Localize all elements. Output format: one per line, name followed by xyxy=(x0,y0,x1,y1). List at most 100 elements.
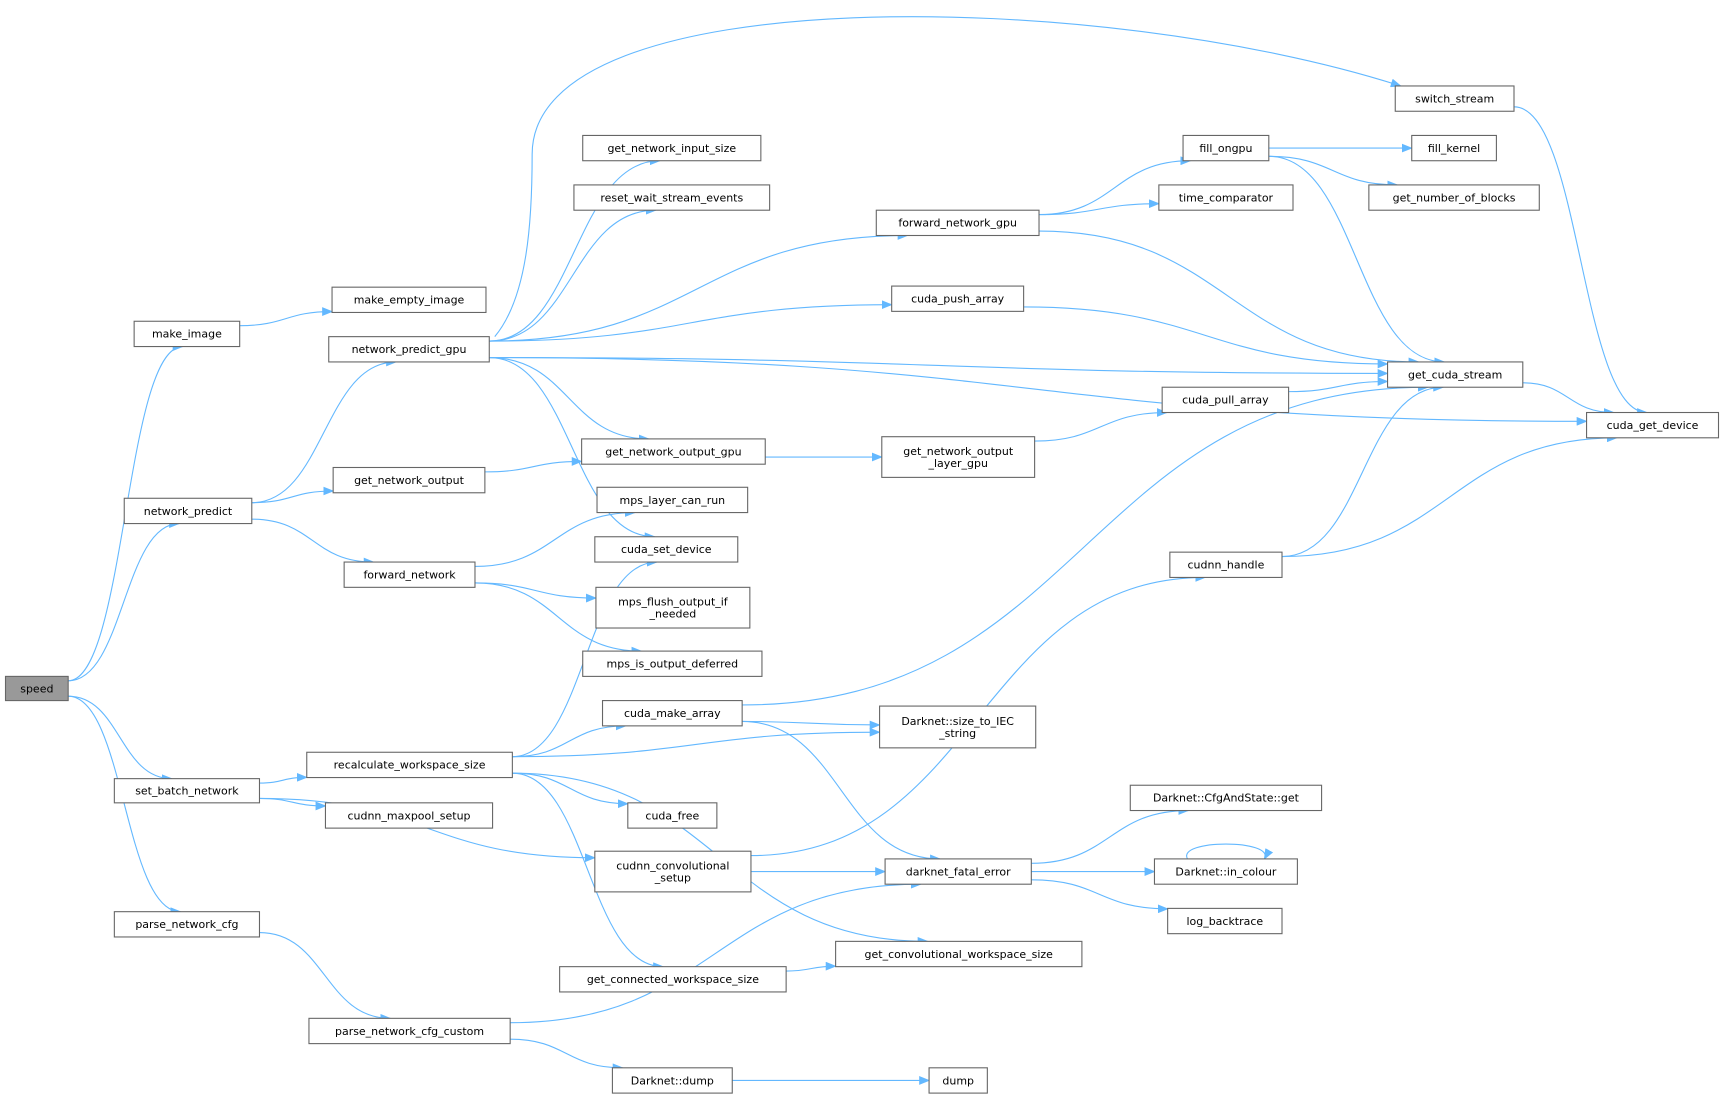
edge-cuda_make_array-to-get_cuda_stream xyxy=(742,382,1429,706)
node-label: cuda_push_array xyxy=(911,293,1005,306)
node-label: cuda_get_device xyxy=(1607,419,1699,432)
node-box xyxy=(581,438,766,465)
node-size_to_IEC_string[interactable]: Darknet::size_to_IEC_string xyxy=(879,705,1037,749)
edge-in_colour-to-in_colour xyxy=(1186,843,1274,860)
node-dump[interactable]: dump xyxy=(928,1067,988,1094)
edge-network_predict_gpu-to-get_network_output_gpu xyxy=(489,356,650,444)
edge-network_predict-to-network_predict_gpu xyxy=(251,357,398,504)
edge-set_batch_network-to-recalculate_workspace_size xyxy=(259,772,308,784)
node-label: darknet_fatal_error xyxy=(906,865,1011,878)
node-cuda_pull_array[interactable]: cuda_pull_array xyxy=(1161,386,1290,414)
node-time_comparator[interactable]: time_comparator xyxy=(1158,184,1294,211)
node-speed[interactable]: speed xyxy=(4,675,69,702)
edge-network_predict_gpu-to-get_cuda_stream xyxy=(489,356,1389,378)
node-box xyxy=(113,911,261,938)
node-mps_layer_can_run[interactable]: mps_layer_can_run xyxy=(596,486,749,514)
node-cuda_push_array[interactable]: cuda_push_array xyxy=(891,285,1025,312)
node-forward_network_gpu[interactable]: forward_network_gpu xyxy=(875,209,1040,237)
node-cuda_get_device[interactable]: cuda_get_device xyxy=(1586,411,1720,439)
node-box xyxy=(1153,858,1298,885)
node-label: cudnn_maxpool_setup xyxy=(348,809,471,822)
node-label: Darknet::CfgAndState::get xyxy=(1153,792,1300,805)
node-label: forward_network xyxy=(363,569,456,582)
node-get_convolutional_workspace_size[interactable]: get_convolutional_workspace_size xyxy=(835,940,1083,968)
node-cudnn_maxpool_setup[interactable]: cudnn_maxpool_setup xyxy=(324,802,494,829)
node-box xyxy=(582,650,763,677)
node-box xyxy=(1167,907,1283,935)
node-get_connected_workspace_size[interactable]: get_connected_workspace_size xyxy=(559,966,787,993)
node-network_predict[interactable]: network_predict xyxy=(123,497,253,525)
node-box xyxy=(332,466,486,494)
node-box xyxy=(1394,85,1515,112)
node-cudnn_convolutional_setup[interactable]: cudnn_convolutional_setup xyxy=(594,850,752,893)
node-label: network_predict_gpu xyxy=(352,343,467,356)
node-box xyxy=(113,778,261,804)
node-mps_flush_output_if_needed[interactable]: mps_flush_output_if_needed xyxy=(595,586,751,629)
edge-recalculate_workspace_size-to-cuda_free xyxy=(512,772,629,809)
node-get_network_input_size[interactable]: get_network_input_size xyxy=(582,134,762,162)
node-cuda_set_device[interactable]: cuda_set_device xyxy=(594,536,739,563)
node-label: get_connected_workspace_size xyxy=(587,973,759,986)
node-label: parse_network_cfg xyxy=(135,918,238,931)
node-recalculate_workspace_size[interactable]: recalculate_workspace_size xyxy=(306,751,513,779)
node-box xyxy=(594,536,739,563)
node-parse_network_cfg_custom[interactable]: parse_network_cfg_custom xyxy=(308,1017,511,1045)
node-fill_ongpu[interactable]: fill_ongpu xyxy=(1182,134,1270,162)
node-get_cuda_stream[interactable]: get_cuda_stream xyxy=(1387,361,1524,388)
node-parse_network_cfg[interactable]: parse_network_cfg xyxy=(113,911,261,938)
node-network_predict_gpu[interactable]: network_predict_gpu xyxy=(328,336,490,363)
node-switch_stream[interactable]: switch_stream xyxy=(1394,85,1515,112)
edge-get_connected_workspace_size-to-get_convolutional_workspace_size xyxy=(786,961,837,972)
node-get_network_output_layer_gpu[interactable]: get_network_output_layer_gpu xyxy=(881,436,1036,478)
edge-get_network_output_layer_gpu-to-cuda_pull_array xyxy=(1034,408,1168,442)
nodes-layer: speed make_image network_predict set_batch_… xyxy=(4,85,1720,1094)
node-mps_is_output_deferred[interactable]: mps_is_output_deferred xyxy=(582,650,763,677)
node-make_empty_image[interactable]: make_empty_image xyxy=(331,286,487,314)
node-get_network_output_gpu[interactable]: get_network_output_gpu xyxy=(581,438,766,465)
node-cuda_free[interactable]: cuda_free xyxy=(627,802,718,829)
node-label: mps_layer_can_run xyxy=(620,494,726,507)
node-box xyxy=(875,209,1040,237)
node-label: cuda_pull_array xyxy=(1182,394,1269,407)
edge-cuda_push_array-to-get_cuda_stream xyxy=(1023,306,1389,369)
node-darknet_dump[interactable]: Darknet::dump xyxy=(611,1067,733,1094)
edge-make_image-to-make_empty_image xyxy=(239,307,334,327)
node-label: reset_wait_stream_events xyxy=(600,191,743,204)
node-set_batch_network[interactable]: set_batch_network xyxy=(113,778,261,804)
node-forward_network[interactable]: forward_network xyxy=(343,561,476,588)
node-label: mps_flush_output_if xyxy=(618,595,729,608)
node-get_network_output[interactable]: get_network_output xyxy=(332,466,486,494)
node-cuda_make_array[interactable]: cuda_make_array xyxy=(601,700,743,727)
node-get_number_of_blocks[interactable]: get_number_of_blocks xyxy=(1368,184,1540,211)
node-label: fill_kernel xyxy=(1428,142,1480,155)
node-label: make_image xyxy=(152,328,222,341)
edge-cuda_make_array-to-darknet_fatal_error xyxy=(742,720,942,864)
edge-forward_network_gpu-to-get_cuda_stream xyxy=(1039,230,1420,367)
node-box xyxy=(573,184,771,211)
edge-network_predict_gpu-to-forward_network_gpu xyxy=(489,231,909,342)
node-box xyxy=(1158,184,1294,211)
node-label: dump xyxy=(942,1074,974,1087)
node-box xyxy=(1586,411,1720,439)
edge-network_predict-to-forward_network xyxy=(251,518,375,567)
edge-parse_network_cfg-to-parse_network_cfg_custom xyxy=(259,932,392,1023)
node-cudnn_handle[interactable]: cudnn_handle xyxy=(1169,551,1283,578)
node-box xyxy=(627,802,718,829)
node-box xyxy=(306,751,513,779)
node-log_backtrace[interactable]: log_backtrace xyxy=(1167,907,1283,935)
node-label: get_network_output_gpu xyxy=(605,445,741,458)
edge-network_predict_gpu-to-cuda_get_device xyxy=(489,356,1588,426)
node-label: get_network_output xyxy=(354,474,465,487)
node-box xyxy=(928,1067,988,1094)
node-box xyxy=(1182,134,1270,162)
node-label: get_cuda_stream xyxy=(1408,368,1502,381)
node-reset_wait_stream_events[interactable]: reset_wait_stream_events xyxy=(573,184,771,211)
node-box xyxy=(611,1067,733,1094)
edge-network_predict_gpu-to-cuda_set_device xyxy=(489,356,656,542)
node-darknet_fatal_error[interactable]: darknet_fatal_error xyxy=(884,858,1032,885)
node-make_image[interactable]: make_image xyxy=(133,320,241,348)
node-in_colour[interactable]: Darknet::in_colour xyxy=(1153,858,1298,885)
node-fill_kernel[interactable]: fill_kernel xyxy=(1411,134,1497,162)
node-label: switch_stream xyxy=(1415,92,1494,105)
node-cfg_and_state_get[interactable]: Darknet::CfgAndState::get xyxy=(1129,784,1323,812)
